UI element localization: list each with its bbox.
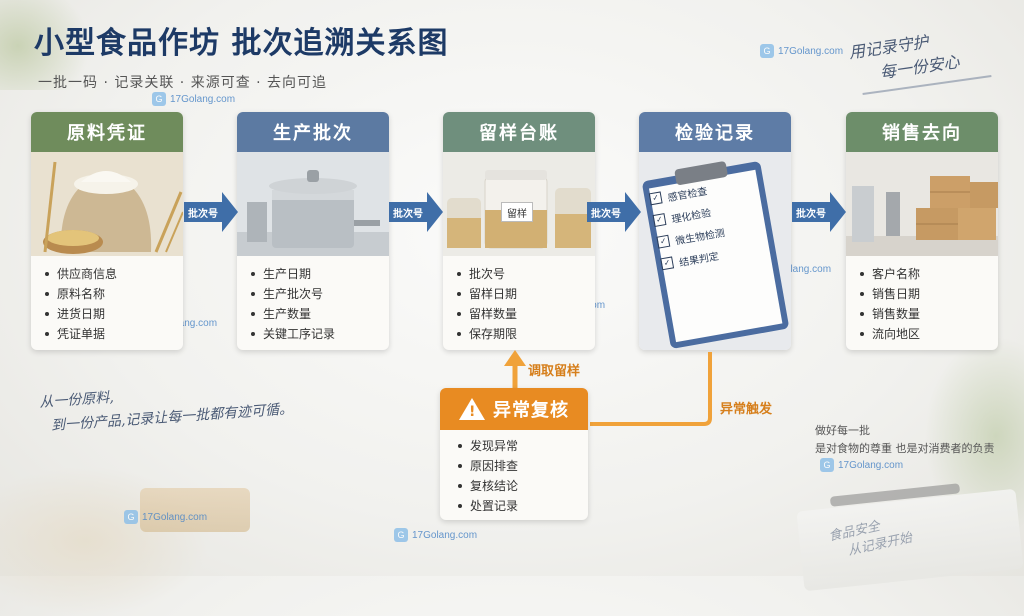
list-item: 处置记录 bbox=[458, 496, 588, 516]
card-title: 留样台账 bbox=[443, 112, 595, 152]
list-item: 生产数量 bbox=[251, 304, 389, 324]
list-item: 销售日期 bbox=[860, 284, 998, 304]
flour-sack-icon bbox=[31, 152, 183, 256]
slogan: 用记录守护 每一份安心 bbox=[847, 19, 1012, 89]
arrow-label: 批次号 bbox=[796, 209, 826, 220]
warehouse-image bbox=[846, 152, 998, 256]
raw-material-image bbox=[31, 152, 183, 256]
checkbox-checked-icon: ✓ bbox=[656, 234, 671, 249]
food-safety-note: 食品安全 从记录开始 bbox=[827, 512, 914, 564]
list-item: 供应商信息 bbox=[45, 264, 183, 284]
watermark-logo-icon: G bbox=[124, 510, 138, 524]
steel-pot-icon bbox=[237, 152, 389, 256]
clipboard-image: ✓感官检查 ✓理化检验 ✓微生物检测 ✓结果判定 bbox=[639, 152, 791, 350]
anomaly-review-box: ! 异常复核 发现异常 原因排查 复核结论 处置记录 bbox=[440, 388, 588, 520]
card-item-list: 供应商信息 原料名称 进货日期 凭证单据 bbox=[31, 256, 183, 344]
arrow-label: 批次号 bbox=[188, 209, 218, 220]
cardboard-box-icon bbox=[846, 152, 998, 256]
arrow-right-icon bbox=[389, 192, 443, 232]
list-item: 关键工序记录 bbox=[251, 324, 389, 344]
clipboard-icon bbox=[642, 161, 789, 349]
list-item: 生产日期 bbox=[251, 264, 389, 284]
page-title: 小型食品作坊 批次追溯关系图 bbox=[34, 26, 449, 61]
arrow-right-icon bbox=[587, 192, 641, 232]
footnote-line-2: 是对食物的尊重 也是对消费者的负责 bbox=[815, 442, 995, 455]
list-item: 生产批次号 bbox=[251, 284, 389, 304]
card-production-batch: 生产批次 生产日期 生产批次号 生产数量 关键工序记录 bbox=[237, 112, 389, 350]
handwritten-note: 从一份原料, 到一份产品,记录让每一批都有迹可循。 bbox=[39, 373, 294, 438]
card-item-list: 批次号 留样日期 留样数量 保存期限 bbox=[443, 256, 595, 344]
list-item: 保存期限 bbox=[457, 324, 595, 344]
batch-number-arrow: 批次号 bbox=[587, 192, 641, 232]
anomaly-review-header: ! 异常复核 bbox=[440, 388, 588, 430]
card-raw-material: 原料凭证 供应商信息 原料名称 进货日期 凭证单据 bbox=[31, 112, 183, 350]
arrow-right-icon bbox=[184, 192, 238, 232]
list-item: 复核结论 bbox=[458, 476, 588, 496]
anomaly-item-list: 发现异常 原因排查 复核结论 处置记录 bbox=[440, 430, 588, 516]
arrow-label: 批次号 bbox=[393, 209, 423, 220]
watermark-logo-icon: G bbox=[760, 44, 774, 58]
arrow-label: 批次号 bbox=[591, 209, 621, 220]
list-item: 客户名称 bbox=[860, 264, 998, 284]
checkbox-checked-icon: ✓ bbox=[660, 256, 675, 271]
anomaly-review-title: 异常复核 bbox=[493, 400, 569, 421]
footnote-line-1: 做好每一批 bbox=[815, 424, 870, 437]
checkbox-checked-icon: ✓ bbox=[648, 191, 663, 206]
card-sample-ledger: 留样台账 留样 批次号 留样日期 留样数量 保存期限 bbox=[443, 112, 595, 350]
list-item: 批次号 bbox=[457, 264, 595, 284]
card-title: 原料凭证 bbox=[31, 112, 183, 152]
clipboard-clip-decoration bbox=[829, 483, 961, 507]
anomaly-trigger-label: 异常触发 bbox=[720, 402, 773, 417]
warning-icon: ! bbox=[459, 398, 485, 420]
card-item-list: 生产日期 生产批次号 生产数量 关键工序记录 bbox=[237, 256, 389, 344]
card-item-list: 客户名称 销售日期 销售数量 流向地区 bbox=[846, 256, 998, 344]
page-subtitle: 一批一码 · 记录关联 · 来源可查 · 去向可追 bbox=[38, 75, 328, 91]
list-item: 销售数量 bbox=[860, 304, 998, 324]
card-title: 检验记录 bbox=[639, 112, 791, 152]
list-item: 凭证单据 bbox=[45, 324, 183, 344]
list-item: 原料名称 bbox=[45, 284, 183, 304]
handwritten-note-line-1: 从一份原料, bbox=[38, 389, 115, 411]
flour-bowl-decoration bbox=[0, 466, 210, 616]
arrow-up-icon bbox=[504, 350, 526, 366]
list-item: 流向地区 bbox=[860, 324, 998, 344]
card-sales-destination: 销售去向 客户名称 销售日期 销售数量 流向地区 bbox=[846, 112, 998, 350]
sample-jars-image: 留样 bbox=[443, 152, 595, 256]
footnote: 做好每一批 是对食物的尊重 也是对消费者的负责 bbox=[815, 422, 995, 458]
list-item: 留样数量 bbox=[457, 304, 595, 324]
jar-label: 留样 bbox=[501, 202, 533, 222]
list-item: 留样日期 bbox=[457, 284, 595, 304]
list-item: 发现异常 bbox=[458, 436, 588, 456]
watermark-logo-icon: G bbox=[394, 528, 408, 542]
card-title: 生产批次 bbox=[237, 112, 389, 152]
list-item: 原因排查 bbox=[458, 456, 588, 476]
batch-number-arrow: 批次号 bbox=[792, 192, 846, 232]
checkbox-checked-icon: ✓ bbox=[652, 213, 667, 227]
anomaly-trigger-line bbox=[590, 352, 712, 426]
card-inspection-record: 检验记录 ✓感官检查 ✓理化检验 ✓微生物检测 ✓结果判定 bbox=[639, 112, 791, 350]
arrow-right-icon bbox=[792, 192, 846, 232]
list-item: 进货日期 bbox=[45, 304, 183, 324]
retrieve-sample-label: 调取留样 bbox=[528, 364, 581, 379]
batch-number-arrow: 批次号 bbox=[184, 192, 238, 232]
watermark-logo-icon: G bbox=[152, 92, 166, 106]
batch-number-arrow: 批次号 bbox=[389, 192, 443, 232]
production-image bbox=[237, 152, 389, 256]
watermark-logo-icon: G bbox=[820, 458, 834, 472]
card-title: 销售去向 bbox=[846, 112, 998, 152]
